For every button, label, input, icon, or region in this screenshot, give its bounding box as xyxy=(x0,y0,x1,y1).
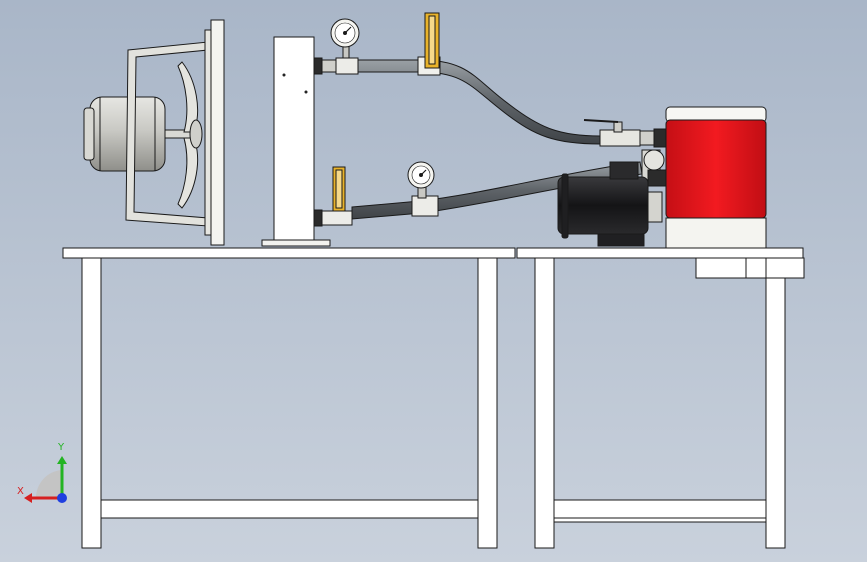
pump-terminal-box xyxy=(609,161,639,180)
axis-x-label: X xyxy=(17,486,24,497)
rail-left-lower[interactable] xyxy=(100,499,479,519)
coordinate-triad xyxy=(24,456,67,503)
fan-blade-upper xyxy=(177,61,199,133)
leg-left-2[interactable] xyxy=(477,257,498,549)
pump-motor[interactable] xyxy=(557,161,663,247)
pump-motor-body[interactable] xyxy=(557,176,649,235)
axis-z-dot xyxy=(57,493,67,503)
fan-mounting-plate[interactable] xyxy=(210,19,225,246)
upper-tee[interactable] xyxy=(335,57,359,75)
axis-y-label: Y xyxy=(58,442,65,453)
rail-right-lower[interactable] xyxy=(553,499,767,519)
table-top-right[interactable] xyxy=(516,247,804,259)
water-tank[interactable] xyxy=(665,106,767,249)
axial-fan[interactable] xyxy=(83,19,225,246)
table-frame[interactable] xyxy=(62,247,805,549)
rail-right-shelf[interactable] xyxy=(553,517,767,523)
axis-y-arrow xyxy=(57,456,67,464)
test-section-base[interactable] xyxy=(261,239,331,247)
fan-blade-lower xyxy=(177,137,199,209)
pump-base[interactable] xyxy=(597,233,645,247)
leg-right-1[interactable] xyxy=(534,257,555,549)
axis-x-arrow xyxy=(24,493,32,503)
lower-tee[interactable] xyxy=(411,195,439,217)
pressure-gauge-lower[interactable] xyxy=(407,161,435,189)
tank-bracket[interactable] xyxy=(695,257,805,279)
tank-stand[interactable] xyxy=(665,217,767,249)
pressure-gauge-upper[interactable] xyxy=(330,18,360,48)
test-section[interactable] xyxy=(261,36,331,247)
test-section-column[interactable] xyxy=(273,36,315,241)
tank-body[interactable] xyxy=(665,119,767,219)
leg-right-2[interactable] xyxy=(765,257,786,549)
upper-pipe-line[interactable] xyxy=(313,12,667,148)
table-top-left[interactable] xyxy=(62,247,516,259)
leg-left-1[interactable] xyxy=(81,257,102,549)
